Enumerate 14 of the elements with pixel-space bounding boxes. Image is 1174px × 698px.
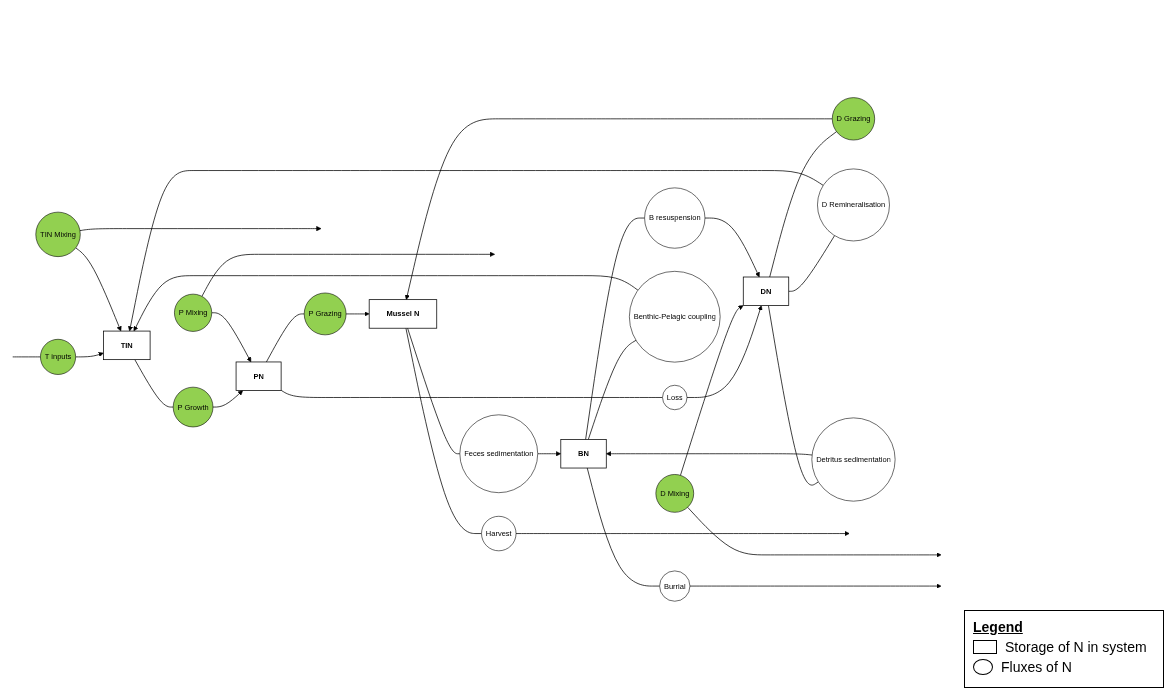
connector [788,234,835,292]
connector [585,217,645,440]
connector [134,358,174,407]
legend-title: Legend [973,619,1024,635]
connector [407,327,461,454]
connector [587,339,637,440]
legend-text: Fluxes of N [1001,659,1072,675]
connector [769,130,837,277]
connector [280,389,663,398]
connector [768,304,819,485]
connector [266,313,305,362]
connector [586,467,660,586]
connector [405,327,482,534]
legend-text: Storage of N in system [1005,639,1147,655]
